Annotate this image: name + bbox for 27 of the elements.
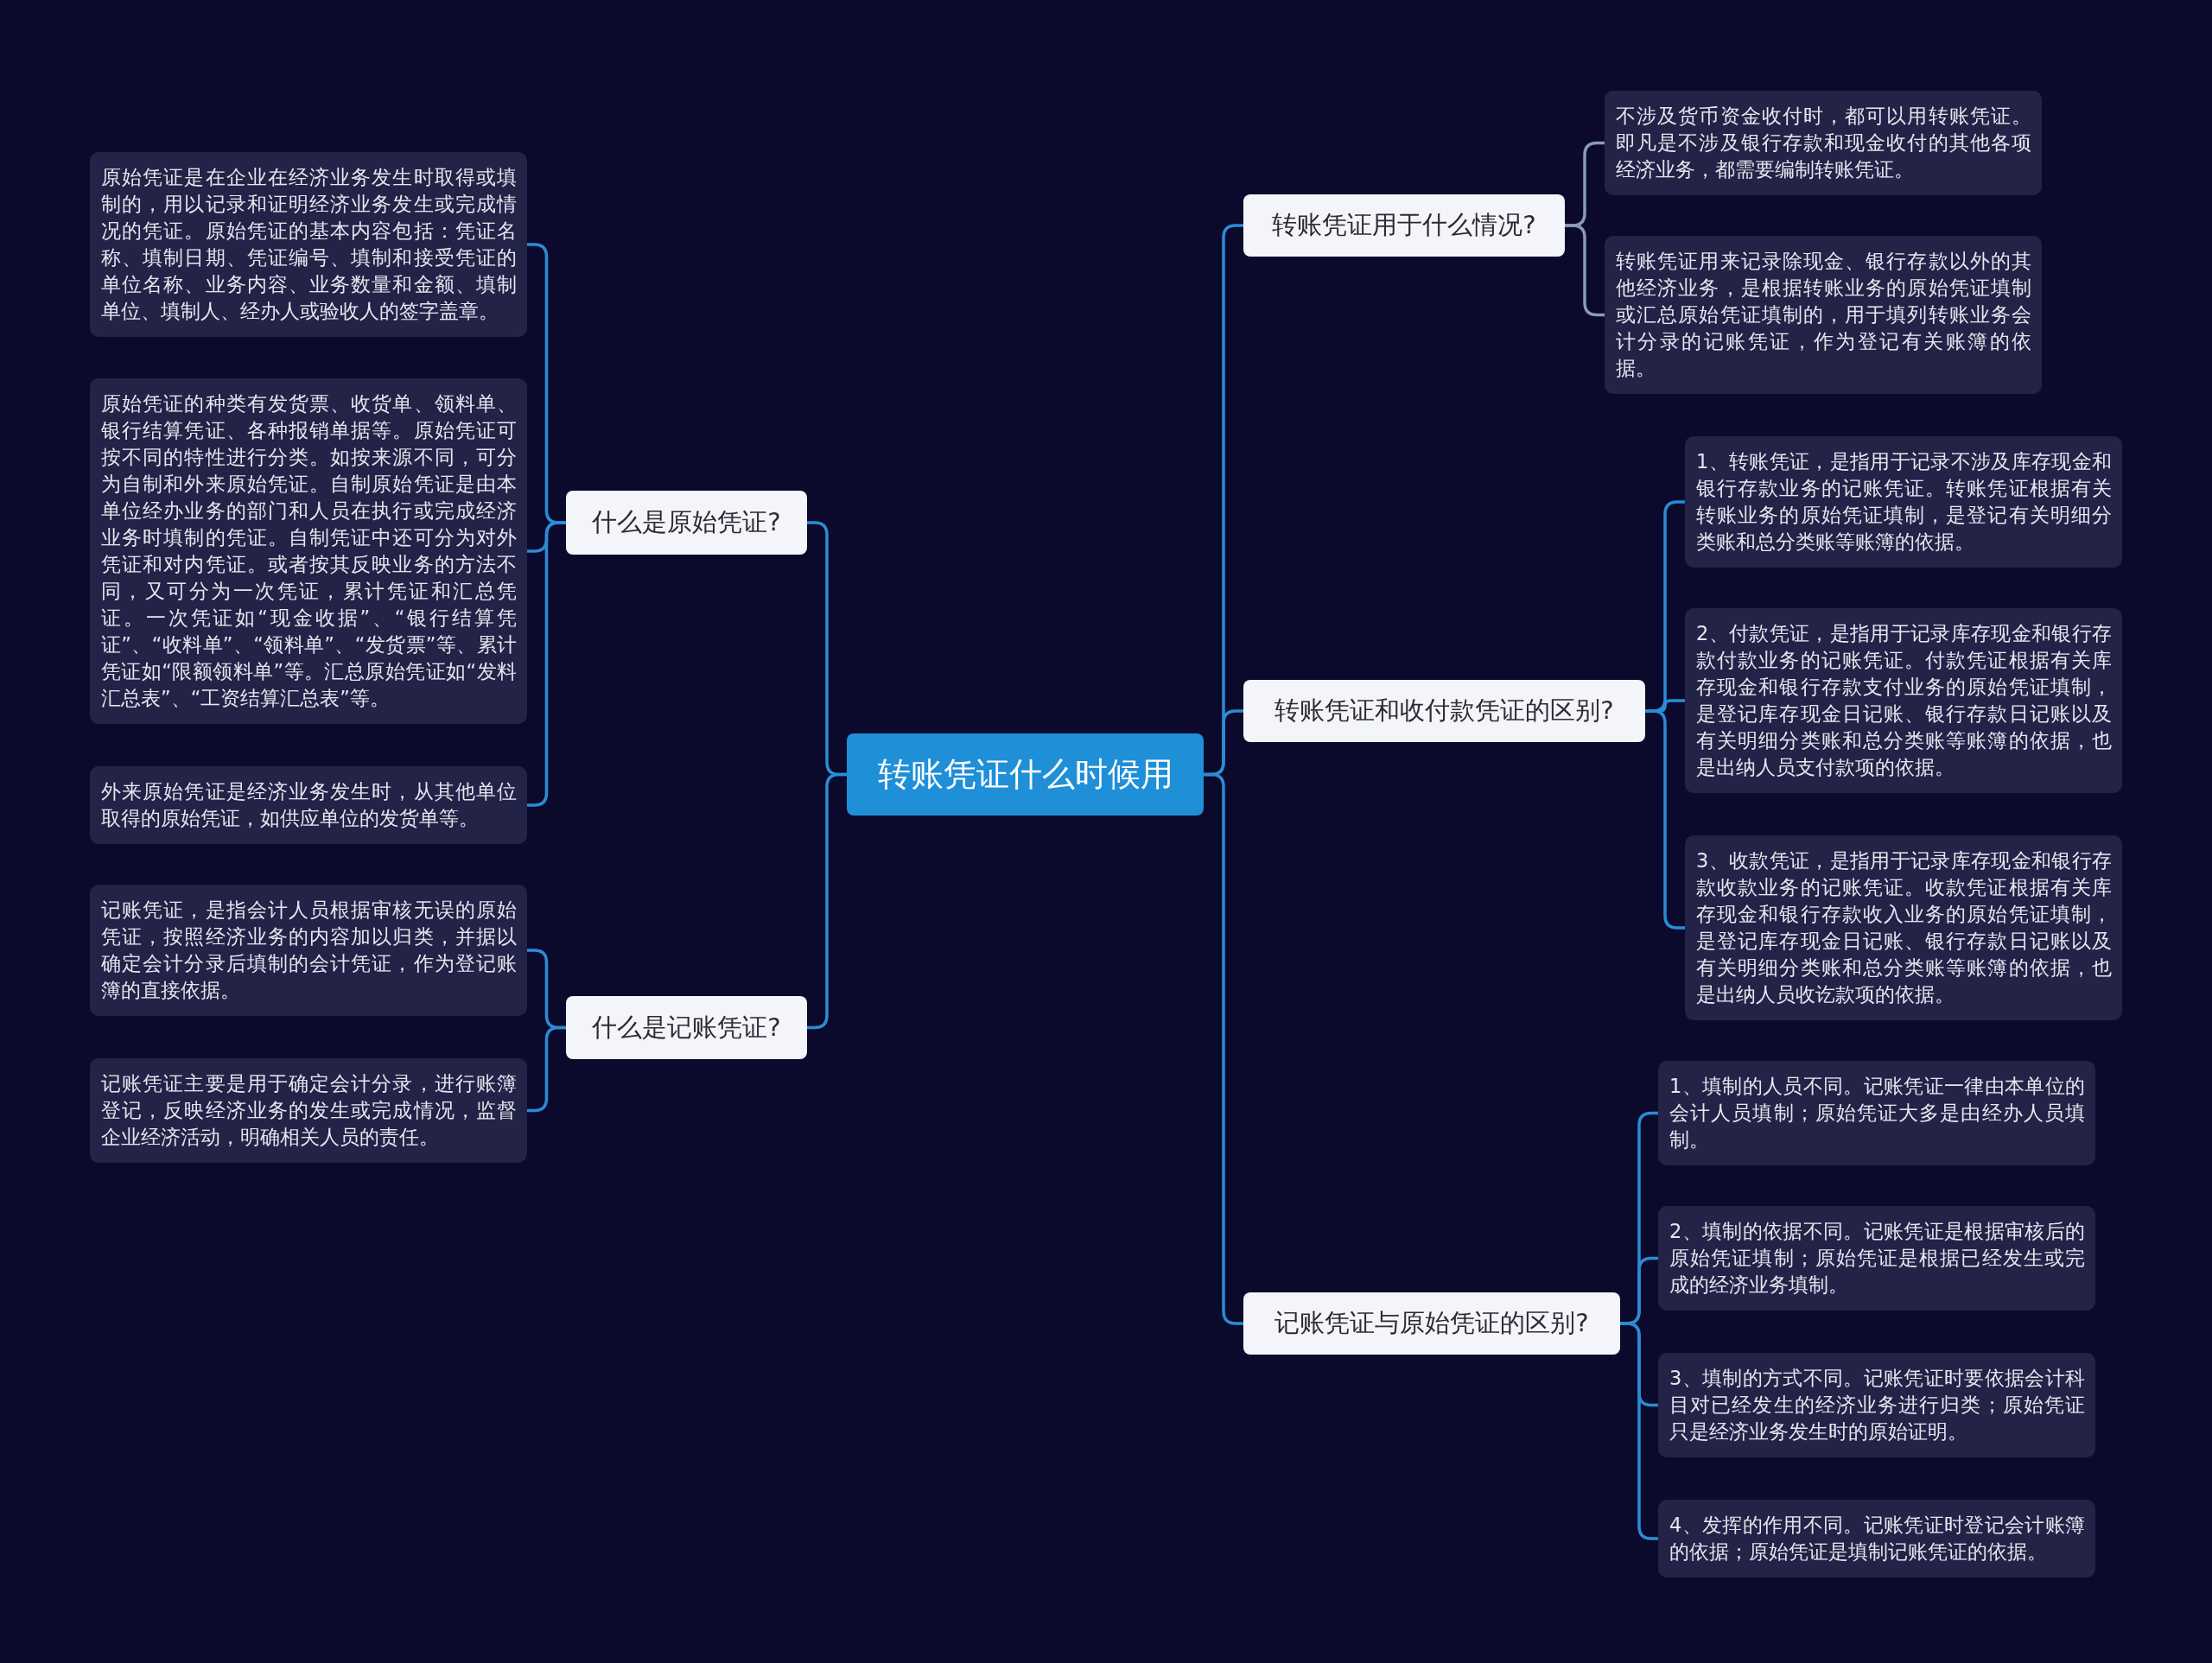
note-box: 原始凭证的种类有发货票、收货单、领料单、银行结算凭证、各种报销单据等。原始凭证可按不同的特性进行分类。如按来源不同，可分为自制和外来原始凭证。自制原始凭证是由本单位经办业务的部门和人员在执行或完成经济业务时填制的凭证。自制凭证中还可分为对外凭证和对内凭证。或者按其反映业务的方法不同，又可分为一次凭证，累计凭证和汇总凭证。一次凭证如“现金收据”、“银行结算凭证”、“收料单”、“领料单”、“发货票”等、累计凭证如“限额领料单”等。汇总原始凭证如“发料汇总表”、“工资结算汇总表”等。 xyxy=(90,378,527,724)
note-box: 原始凭证是在企业在经济业务发生时取得或填制的，用以记录和证明经济业务发生或完成情况的凭证。原始凭证的基本内容包括：凭证名称、填制日期、凭证编号、填制和接受凭证的单位名称、业务内容、业务数量和金额、填制单位、填制人、经办人或验收人的签字盖章。 xyxy=(90,152,527,337)
note-box: 转账凭证用来记录除现金、银行存款以外的其他经济业务，是根据转账业务的原始凭证填制或汇总原始凭证填制的，用于填列转账业务会计分录的记账凭证，作为登记有关账簿的依据。 xyxy=(1605,236,2042,394)
note-box: 4、发挥的作用不同。记账凭证时登记会计账簿的依据；原始凭证是填制记账凭证的依据。 xyxy=(1658,1500,2095,1577)
connector-line xyxy=(1620,1322,1658,1540)
topic-box: 转账凭证用于什么情况? xyxy=(1243,194,1565,257)
note-box: 不涉及货币资金收付时，都可以用转账凭证。即凡是不涉及银行存款和现金收付的其他各项经济业务，都需要编制转账凭证。 xyxy=(1605,91,2042,195)
note-box: 2、付款凭证，是指用于记录库存现金和银行存款付款业务的记账凭证。付款凭证根据有关库存现金和银行存款支付业务的原始凭证填制，是登记库存现金日记账、银行存款日记账以及有关明细分类账和总分类账等账簿的依据，也是出纳人员支付款项的依据。 xyxy=(1685,608,2122,793)
topic-box: 记账凭证与原始凭证的区别? xyxy=(1243,1292,1620,1355)
topic-box: 什么是原始凭证? xyxy=(566,491,807,555)
note-box: 3、收款凭证，是指用于记录库存现金和银行存款收款业务的记账凭证。收款凭证根据有关库存现金和银行存款收入业务的原始凭证填制，是登记库存现金日记账、银行存款日记账以及有关明细分类账和总分类账等账簿的依据，也是出纳人员收讫款项的依据。 xyxy=(1685,835,2122,1020)
note-box: 1、转账凭证，是指用于记录不涉及库存现金和银行存款业务的记账凭证。转账凭证根据有关转账业务的原始凭证填制，是登记有关明细分类账和总分类账等账簿的依据。 xyxy=(1685,436,2122,568)
note-box: 3、填制的方式不同。记账凭证时要依据会计科目对已经发生的经济业务进行归类；原始凭证只是经济业务发生时的原始证明。 xyxy=(1658,1353,2095,1457)
connector-line xyxy=(1565,224,1605,317)
connector-line xyxy=(527,521,566,807)
central-topic-box: 转账凭证什么时候用 xyxy=(847,733,1204,816)
connector-line xyxy=(527,1025,566,1113)
note-box: 记账凭证，是指会计人员根据审核无误的原始凭证，按照经济业务的内容加以归类，并据以确定会计分录后填制的会计凭证，作为登记账簿的直接依据。 xyxy=(90,885,527,1016)
note-box: 2、填制的依据不同。记账凭证是根据审核后的原始凭证填制；原始凭证是根据已经发生或完成的经济业务填制。 xyxy=(1658,1206,2095,1311)
note-box: 外来原始凭证是经济业务发生时，从其他单位取得的原始凭证，如供应单位的发货单等。 xyxy=(90,766,527,844)
connector-line xyxy=(1204,772,1243,1325)
connector-line xyxy=(1645,709,1685,930)
topic-box: 什么是记账凭证? xyxy=(566,996,807,1059)
note-box: 1、填制的人员不同。记账凭证一律由本单位的会计人员填制；原始凭证大多是由经办人员填制。 xyxy=(1658,1061,2095,1165)
connector-line xyxy=(807,772,847,1030)
topic-box: 转账凭证和收付款凭证的区别? xyxy=(1243,680,1645,742)
note-box: 记账凭证主要是用于确定会计分录，进行账簿登记，反映经济业务的发生或完成情况，监督企业经济活动，明确相关人员的责任。 xyxy=(90,1058,527,1163)
